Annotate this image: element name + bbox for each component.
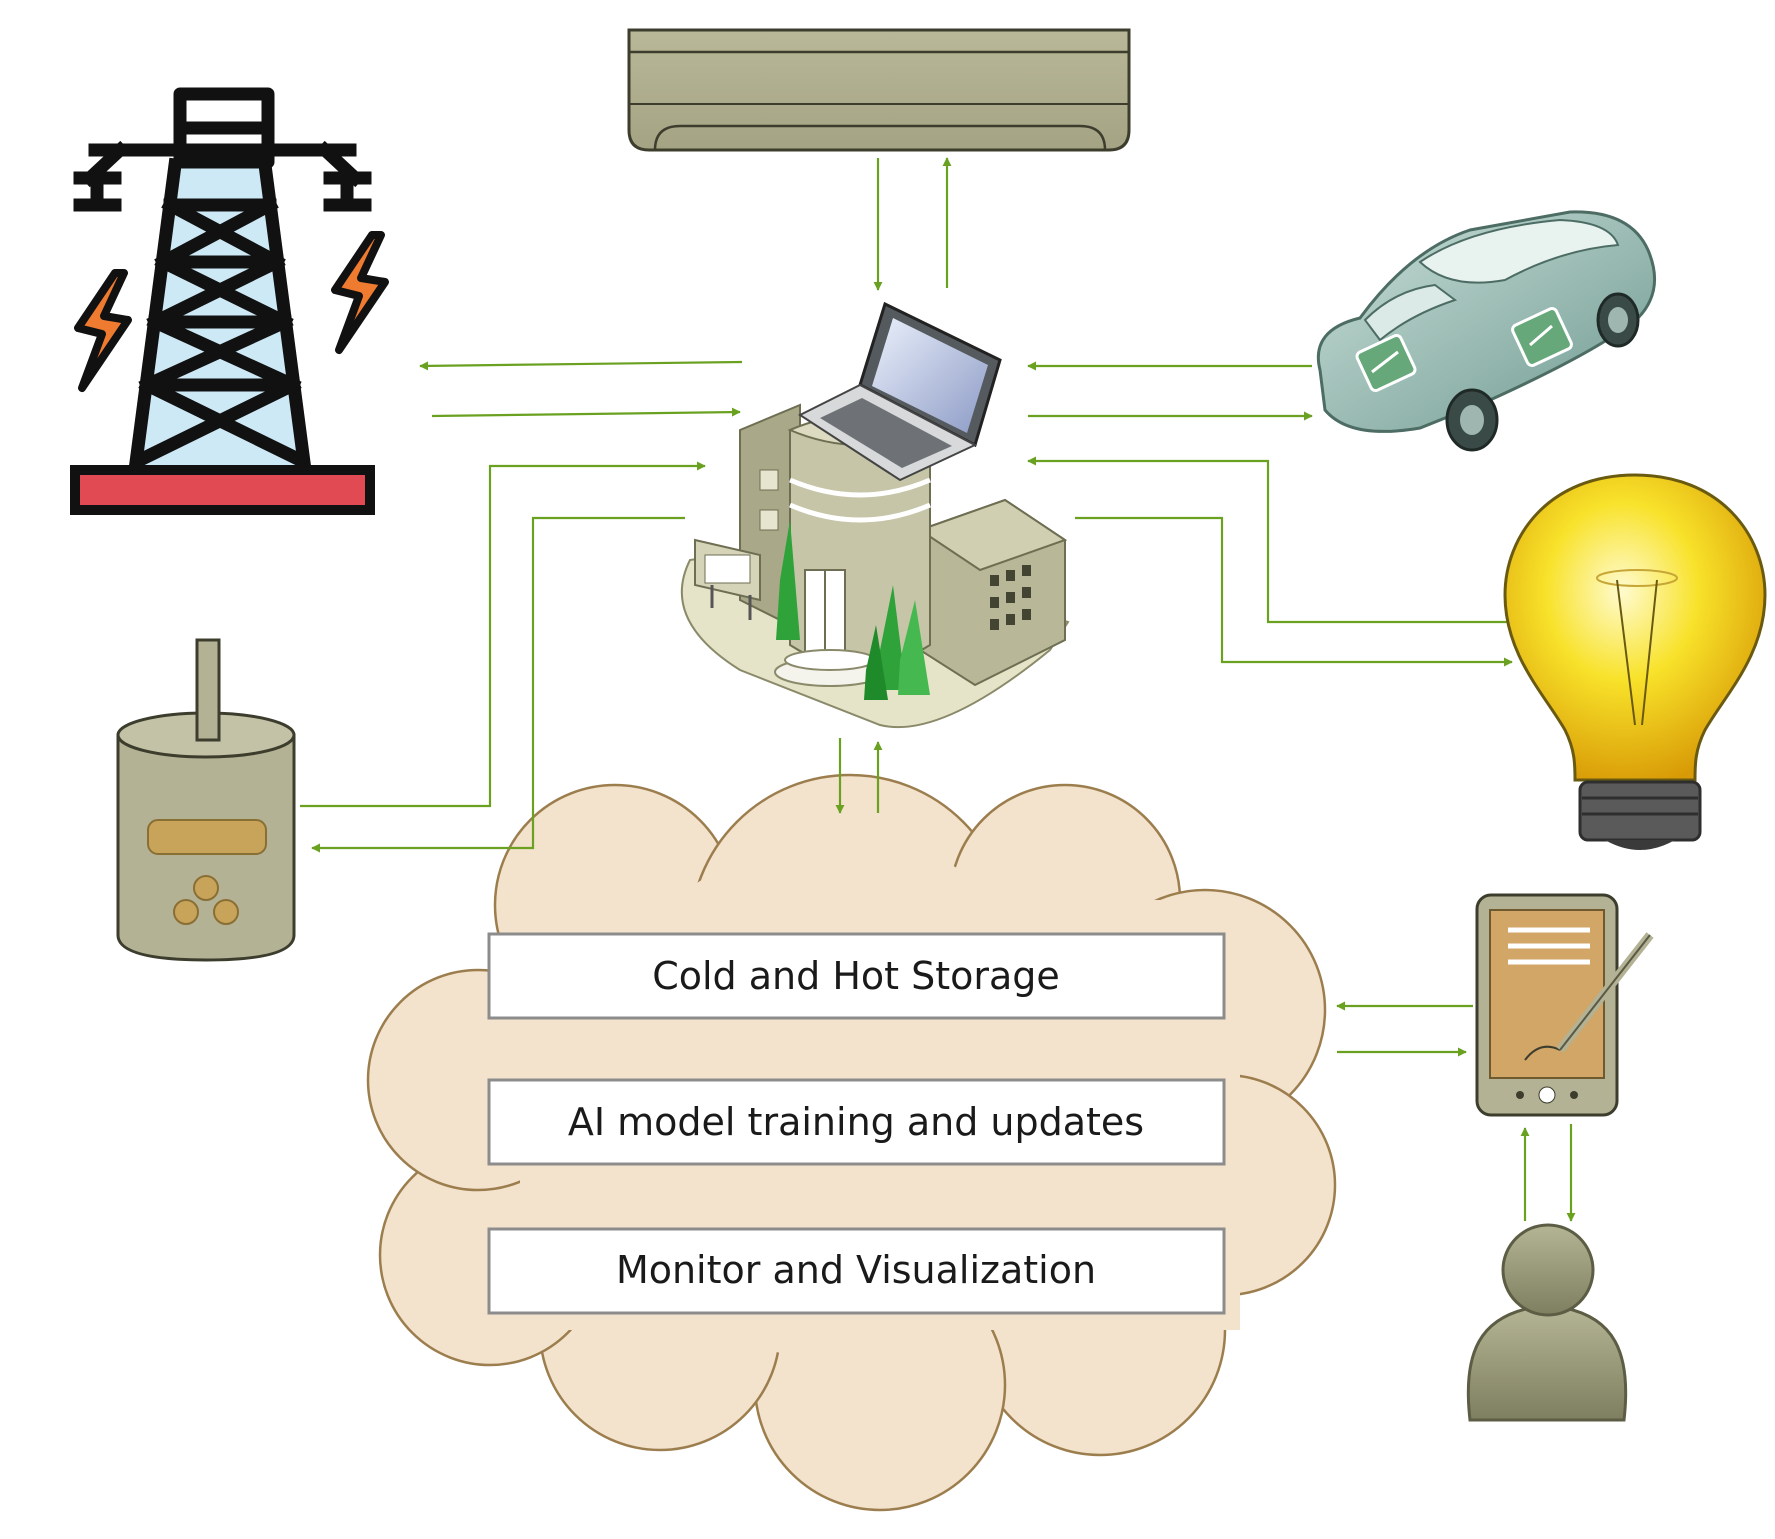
arrow-hub-to-grid [419,360,743,371]
meter-device-icon [116,638,296,962]
arrow-sensor-to-hub [300,461,706,808]
lightning-bolt-icon [331,231,389,354]
light-bulb-icon [1503,473,1767,850]
lightning-bolt-icon [74,269,132,392]
user-icon [1466,1223,1628,1422]
arrow-bulb-to-hub [1027,456,1512,624]
smart-building-with-laptop-icon [680,301,1070,729]
tablet-device-icon [1475,893,1654,1117]
cloud-box-storage: Cold and Hot Storage [487,932,1226,1020]
power-transmission-tower-icon [70,87,389,515]
air-conditioner-icon [627,28,1131,152]
arrow-hub-to-bulb [1075,516,1513,667]
connection-arrows [300,157,1576,1222]
cloud-box-ai-training: AI model training and updates [487,1078,1226,1166]
cloud-box-monitor: Monitor and Visualization [487,1227,1226,1315]
storage-label: Cold and Hot Storage [652,954,1060,998]
ai-training-label: AI model training and updates [568,1100,1144,1144]
arrow-grid-to-hub [431,407,741,418]
arrow-hub-to-sensor [311,516,685,853]
monitor-label: Monitor and Visualization [616,1248,1096,1292]
electric-car-icon [1316,210,1656,452]
